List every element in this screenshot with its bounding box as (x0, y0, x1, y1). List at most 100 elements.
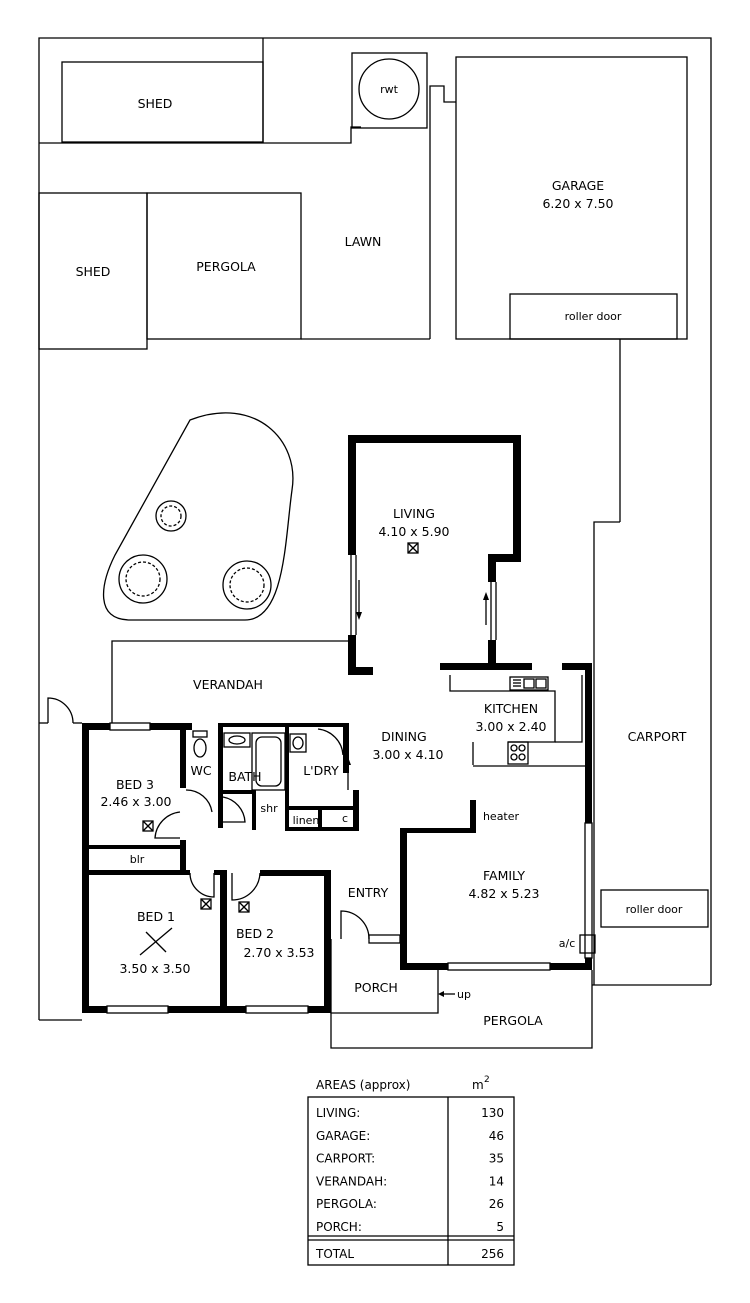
bed1-door (189, 872, 215, 898)
porch-label: PORCH (354, 980, 398, 995)
family-name: FAMILY (483, 868, 525, 883)
rwt-label: rwt (380, 83, 399, 96)
dining-name: DINING (381, 729, 426, 744)
ceiling-light-icon (200, 898, 212, 910)
bath-label: BATH (228, 769, 261, 784)
window (245, 1005, 309, 1014)
tree-icon (118, 554, 168, 604)
kitchen-dim: 3.00 x 2.40 (475, 719, 546, 734)
laundry-tub-icon (289, 733, 307, 753)
bed3-name: BED 3 (116, 777, 154, 792)
areas-unit-sup: 2 (484, 1075, 490, 1085)
ceiling-light-icon (407, 542, 419, 554)
arrow-icon (345, 757, 351, 790)
fence-line (39, 126, 361, 144)
tree-icon (155, 500, 187, 532)
sliding-door-icon (483, 582, 497, 640)
ceiling-light-icon (238, 901, 250, 913)
area-row-value: 5 (496, 1220, 504, 1234)
area-row-value: 130 (481, 1106, 504, 1120)
rwt-box (351, 52, 428, 129)
bed3-dim: 2.46 x 3.00 (100, 794, 171, 809)
garage-roller-door (509, 293, 678, 340)
ac-unit-icon (579, 934, 596, 954)
total-label: TOTAL (315, 1247, 354, 1261)
bed2-name: BED 2 (236, 926, 274, 941)
area-row-label: LIVING: (316, 1106, 360, 1120)
area-row-label: CARPORT: (316, 1152, 375, 1166)
cupboard-label: c (342, 812, 348, 825)
family-dim: 4.82 x 5.23 (468, 886, 539, 901)
wc-label: WC (190, 763, 211, 778)
blr-label: blr (130, 853, 145, 866)
window (106, 1005, 169, 1014)
garage-name: GARAGE (552, 178, 604, 193)
area-row-label: GARAGE: (316, 1129, 370, 1143)
ldry-label: L'DRY (303, 763, 339, 778)
area-row-value: 14 (489, 1174, 504, 1188)
garage-roller-door-label: roller door (565, 310, 622, 323)
tree-icon (222, 560, 272, 610)
living-name: LIVING (393, 506, 435, 521)
area-row-label: PORCH: (316, 1220, 362, 1234)
up-label: up (457, 988, 471, 1001)
ceiling-light-icon (142, 820, 154, 832)
area-row-label: PERGOLA: (316, 1197, 377, 1211)
sliding-door-icon (350, 555, 362, 635)
toilet-icon (192, 730, 208, 758)
heater-label: heater (483, 810, 520, 823)
rwt-tank (358, 58, 420, 120)
exterior-walls (82, 435, 592, 1013)
porch (330, 939, 439, 1014)
window (584, 822, 593, 959)
linen-label: linen (293, 814, 320, 827)
bathtub-icon (251, 732, 286, 791)
bed1-name: BED 1 (137, 909, 175, 924)
carport-roller-door (600, 889, 709, 928)
ceiling-fan-icon (139, 927, 173, 956)
kitchen-bench (449, 675, 556, 743)
areas-unit: m (472, 1078, 484, 1092)
pergola-bottom (330, 970, 593, 1049)
dining-dim: 3.00 x 4.10 (372, 747, 443, 762)
garage-dim: 6.20 x 7.50 (542, 196, 613, 211)
area-row-label: VERANDAH: (316, 1174, 387, 1188)
area-row-value: 26 (489, 1197, 504, 1211)
sidelight (368, 934, 401, 944)
side-gate-door (47, 697, 74, 724)
living-dim: 4.10 x 5.90 (378, 524, 449, 539)
area-row-value: 35 (489, 1152, 504, 1166)
cooktop-icon (507, 741, 529, 765)
pergola-top (146, 192, 302, 340)
entry-door (340, 910, 370, 940)
window (447, 962, 551, 971)
total-value: 256 (481, 1247, 504, 1261)
kitchen-name: KITCHEN (484, 701, 538, 716)
bed2-door (231, 872, 261, 901)
ldry-door (317, 728, 344, 756)
garden-bed (102, 412, 294, 621)
shed-left-label: SHED (76, 264, 111, 279)
area-row-value: 46 (489, 1129, 504, 1143)
entry-label: ENTRY (348, 885, 389, 900)
areas-heading: AREAS (approx) (316, 1078, 410, 1092)
shed-top-label: SHED (138, 96, 173, 111)
ac-label: a/c (559, 937, 576, 950)
pergola-top-label: PERGOLA (196, 259, 256, 274)
verandah (111, 640, 351, 723)
vanity-icon (223, 732, 251, 748)
pergola-bottom-label: PERGOLA (483, 1013, 543, 1028)
carport-roller-door-label: roller door (626, 903, 683, 916)
carport-outline (593, 521, 620, 890)
shower-label: shr (260, 802, 278, 815)
carport-label: CARPORT (628, 729, 687, 744)
window (109, 722, 151, 731)
site-boundary (38, 37, 712, 1021)
verandah-label: VERANDAH (193, 677, 263, 692)
bed2-dim: 2.70 x 3.53 (243, 945, 314, 960)
step-arrow-icon (438, 991, 455, 997)
bed3-door (154, 811, 181, 839)
sink-icon (509, 676, 549, 691)
